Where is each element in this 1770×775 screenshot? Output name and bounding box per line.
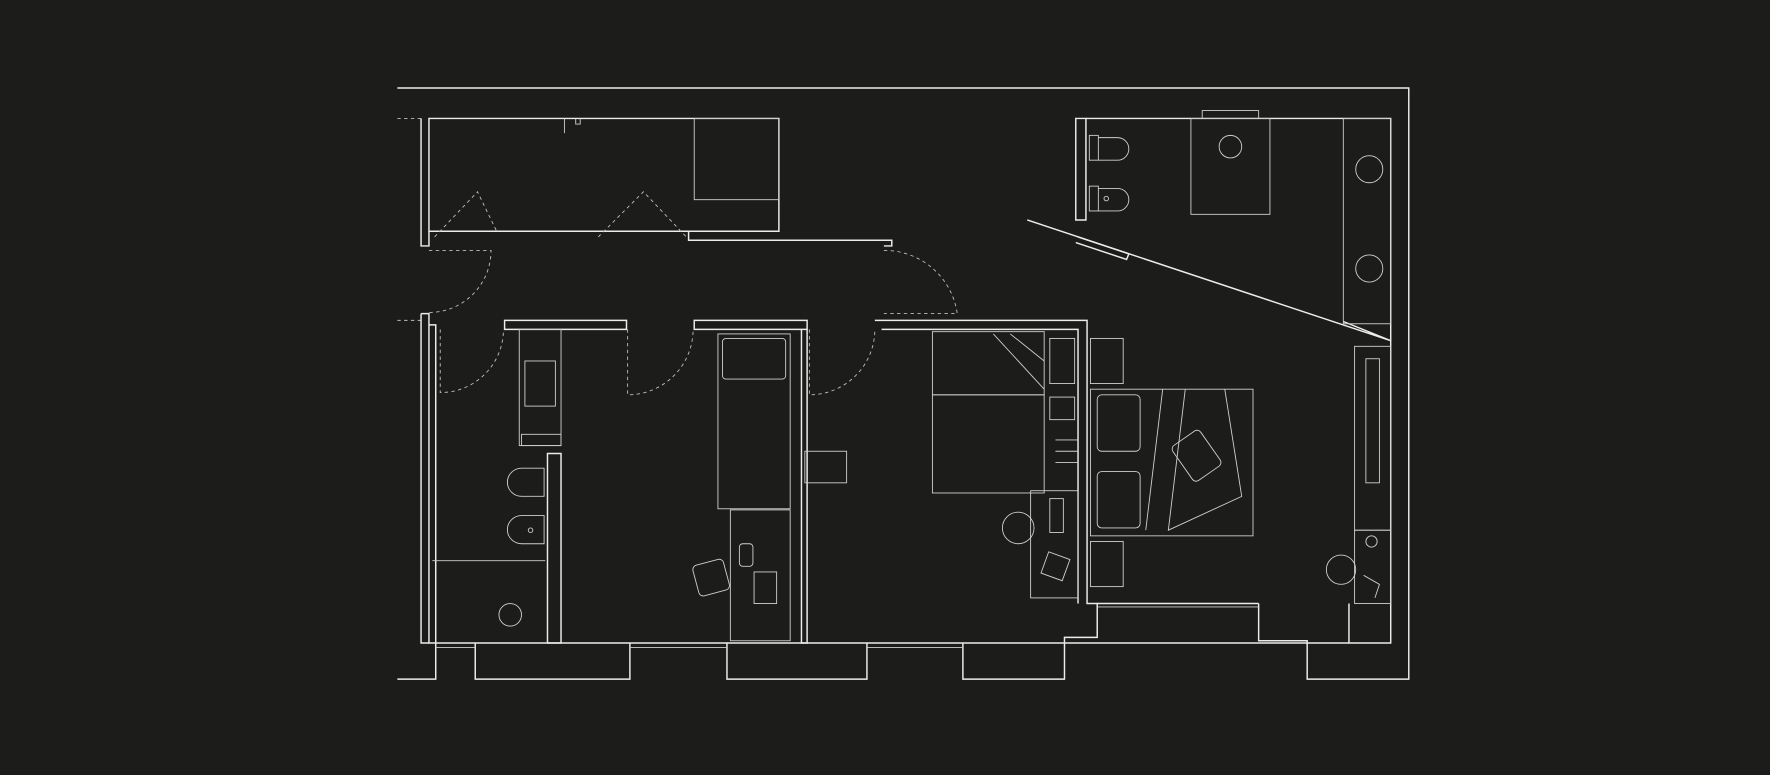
shower-drain-icon: [498, 603, 522, 627]
desk: [729, 509, 791, 642]
walls: [420, 117, 1392, 680]
toilet-icon: [1088, 134, 1130, 161]
storage-unit: [563, 117, 780, 201]
desk-chair-icon: [1001, 511, 1035, 545]
desk-chair-icon: [692, 558, 730, 597]
bed-icon: [1089, 388, 1254, 537]
bathroom-main: [1088, 110, 1392, 325]
rug: [931, 394, 1045, 494]
bidet-icon: [1088, 185, 1130, 212]
vanity: [1342, 117, 1392, 325]
windows: [435, 606, 1259, 648]
desk: [1030, 490, 1079, 599]
outer-outline: [397, 87, 1410, 680]
armchair: [804, 450, 848, 484]
sink-icon: [524, 360, 556, 407]
sink-icon: [1355, 254, 1384, 283]
shower-drain-icon: [1218, 134, 1243, 159]
toilet-icon: [507, 467, 545, 497]
bidet-icon: [507, 515, 545, 545]
master-bedroom: [1089, 337, 1392, 604]
sink-icon: [1355, 155, 1384, 184]
armchair: [1325, 554, 1357, 585]
nightstand: [1089, 337, 1124, 385]
nightstand: [1089, 541, 1124, 588]
bedroom-double: [931, 331, 1079, 599]
bathroom-secondary: [432, 328, 562, 627]
bed-icon: [717, 333, 791, 510]
bedroom-single: [692, 333, 848, 642]
door-swing-icon: [428, 190, 958, 396]
